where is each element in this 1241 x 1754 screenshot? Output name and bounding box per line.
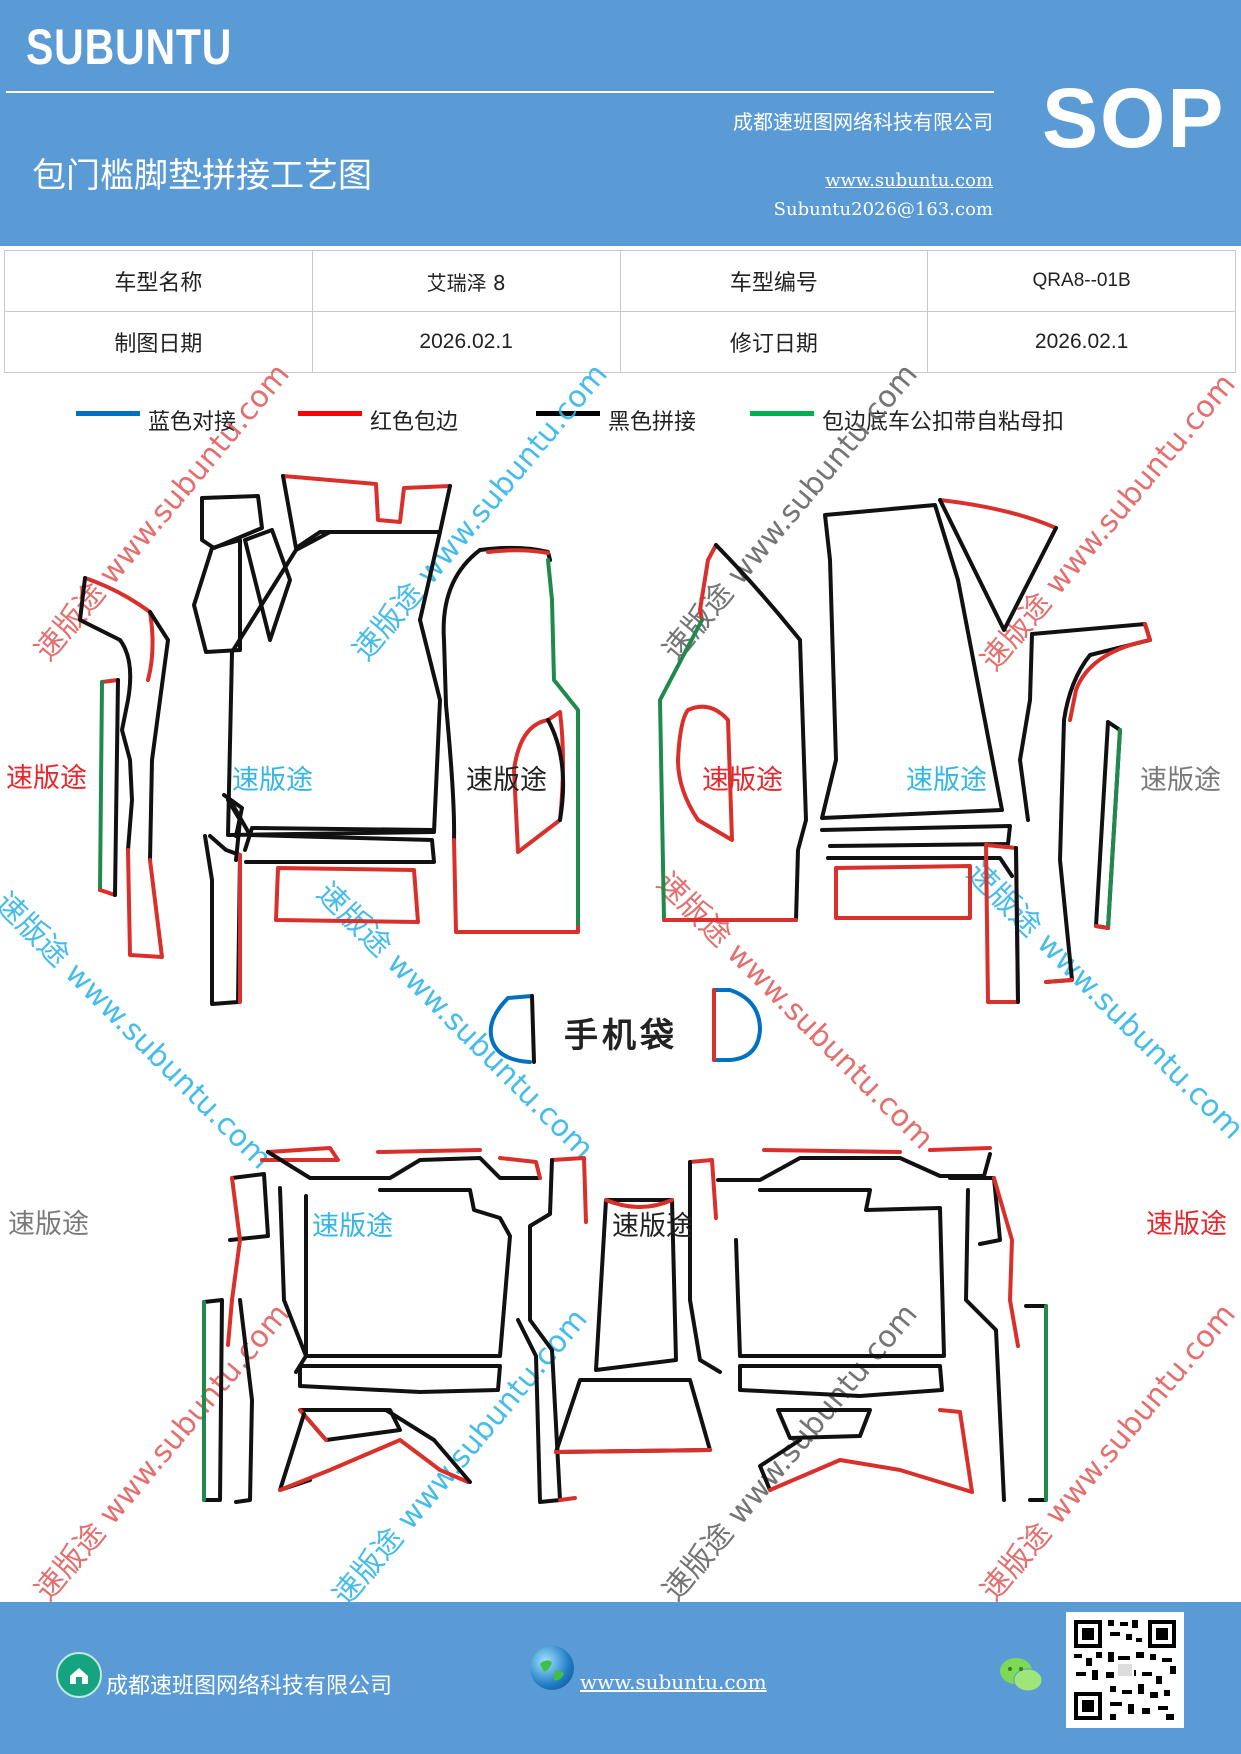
piece-label: 速版途 [8, 1209, 89, 1240]
piece-label: 速版途 [6, 763, 87, 794]
qr-code [1066, 1612, 1184, 1728]
piece-label: 速版途 [702, 765, 783, 796]
legend-item-black: 黑色拼接 [536, 400, 736, 440]
footer-banner: 成都速班图网络科技有限公司 www.subuntu.com [0, 1602, 1241, 1754]
watermark: 速版途 www.subuntu.com [649, 865, 941, 1157]
watermark: 速版途 www.subuntu.com [974, 1297, 1241, 1608]
phone-pocket-label: 手机袋 [564, 1016, 678, 1056]
value-model-name: 艾瑞泽 8 [311, 250, 621, 312]
piece-label: 速版途 [232, 765, 313, 796]
company-name: 成都速班图网络科技有限公司 [733, 110, 993, 134]
table-row: 车型名称 艾瑞泽 8 车型编号 QRA8--01B [4, 250, 1236, 312]
sop-badge: SOP [1042, 71, 1226, 165]
legend-item-red: 红色包边 [298, 400, 498, 440]
vehicle-info-table: 车型名称 艾瑞泽 8 车型编号 QRA8--01B 制图日期 2026.02.1… [4, 250, 1236, 373]
legend-swatch-black [536, 411, 600, 416]
label-model-code: 车型编号 [619, 250, 929, 312]
piece-label: 速版途 [1140, 765, 1221, 796]
piece-label: 速版途 [906, 765, 987, 796]
header-banner: SUBUNTU 成都速班图网络科技有限公司 包门槛脚垫拼接工艺图 www.sub… [0, 0, 1241, 246]
watermark: 速版途 www.subuntu.com [0, 885, 279, 1177]
legend-label: 包边底车公扣带自粘母扣 [822, 410, 1065, 435]
email-address: Subuntu2026@163.com [773, 199, 993, 220]
value-draw-date: 2026.02.1 [311, 311, 621, 373]
watermark: 速版途 www.subuntu.com [28, 1297, 297, 1608]
wechat-icon[interactable] [998, 1656, 1044, 1694]
table-row: 制图日期 2026.02.1 修订日期 2026.02.1 [4, 311, 1236, 373]
footer-website-link[interactable]: www.subuntu.com [580, 1670, 767, 1694]
globe-icon [530, 1646, 574, 1690]
piece-label: 速版途 [312, 1211, 393, 1242]
legend-swatch-red [298, 411, 362, 416]
legend-swatch-green [750, 411, 814, 416]
watermark: 速版途 www.subuntu.com [959, 855, 1241, 1147]
piece-label: 速版途 [1146, 1209, 1227, 1240]
value-revise-date: 2026.02.1 [927, 311, 1236, 373]
legend-item-green: 包边底车公扣带自粘母扣 [750, 400, 1150, 440]
piece-label: 速版途 [612, 1211, 693, 1242]
legend-label: 黑色拼接 [608, 410, 697, 435]
legend-item-blue: 蓝色对接 [76, 400, 276, 440]
piece-label: 速版途 [466, 765, 547, 796]
legend-swatch-blue [76, 411, 140, 416]
watermark: 速版途 www.subuntu.com [656, 1297, 925, 1608]
value-model-code: QRA8--01B [927, 250, 1236, 312]
label-draw-date: 制图日期 [4, 311, 313, 373]
watermark: 速版途 www.subuntu.com [309, 875, 601, 1167]
watermark: 速版途 www.subuntu.com [326, 1302, 595, 1613]
brand-logo: SUBUNTU [26, 19, 233, 75]
legend-label: 蓝色对接 [148, 410, 237, 435]
footer-company: 成都速班图网络科技有限公司 [106, 1674, 393, 1699]
company-icon [56, 1652, 102, 1698]
upper-left-pieces [78, 474, 580, 1006]
header-divider [6, 91, 994, 93]
website-link[interactable]: www.subuntu.com [825, 170, 993, 191]
label-model-name: 车型名称 [4, 250, 313, 312]
legend-label: 红色包边 [370, 410, 459, 435]
document-title: 包门槛脚垫拼接工艺图 [32, 156, 372, 196]
